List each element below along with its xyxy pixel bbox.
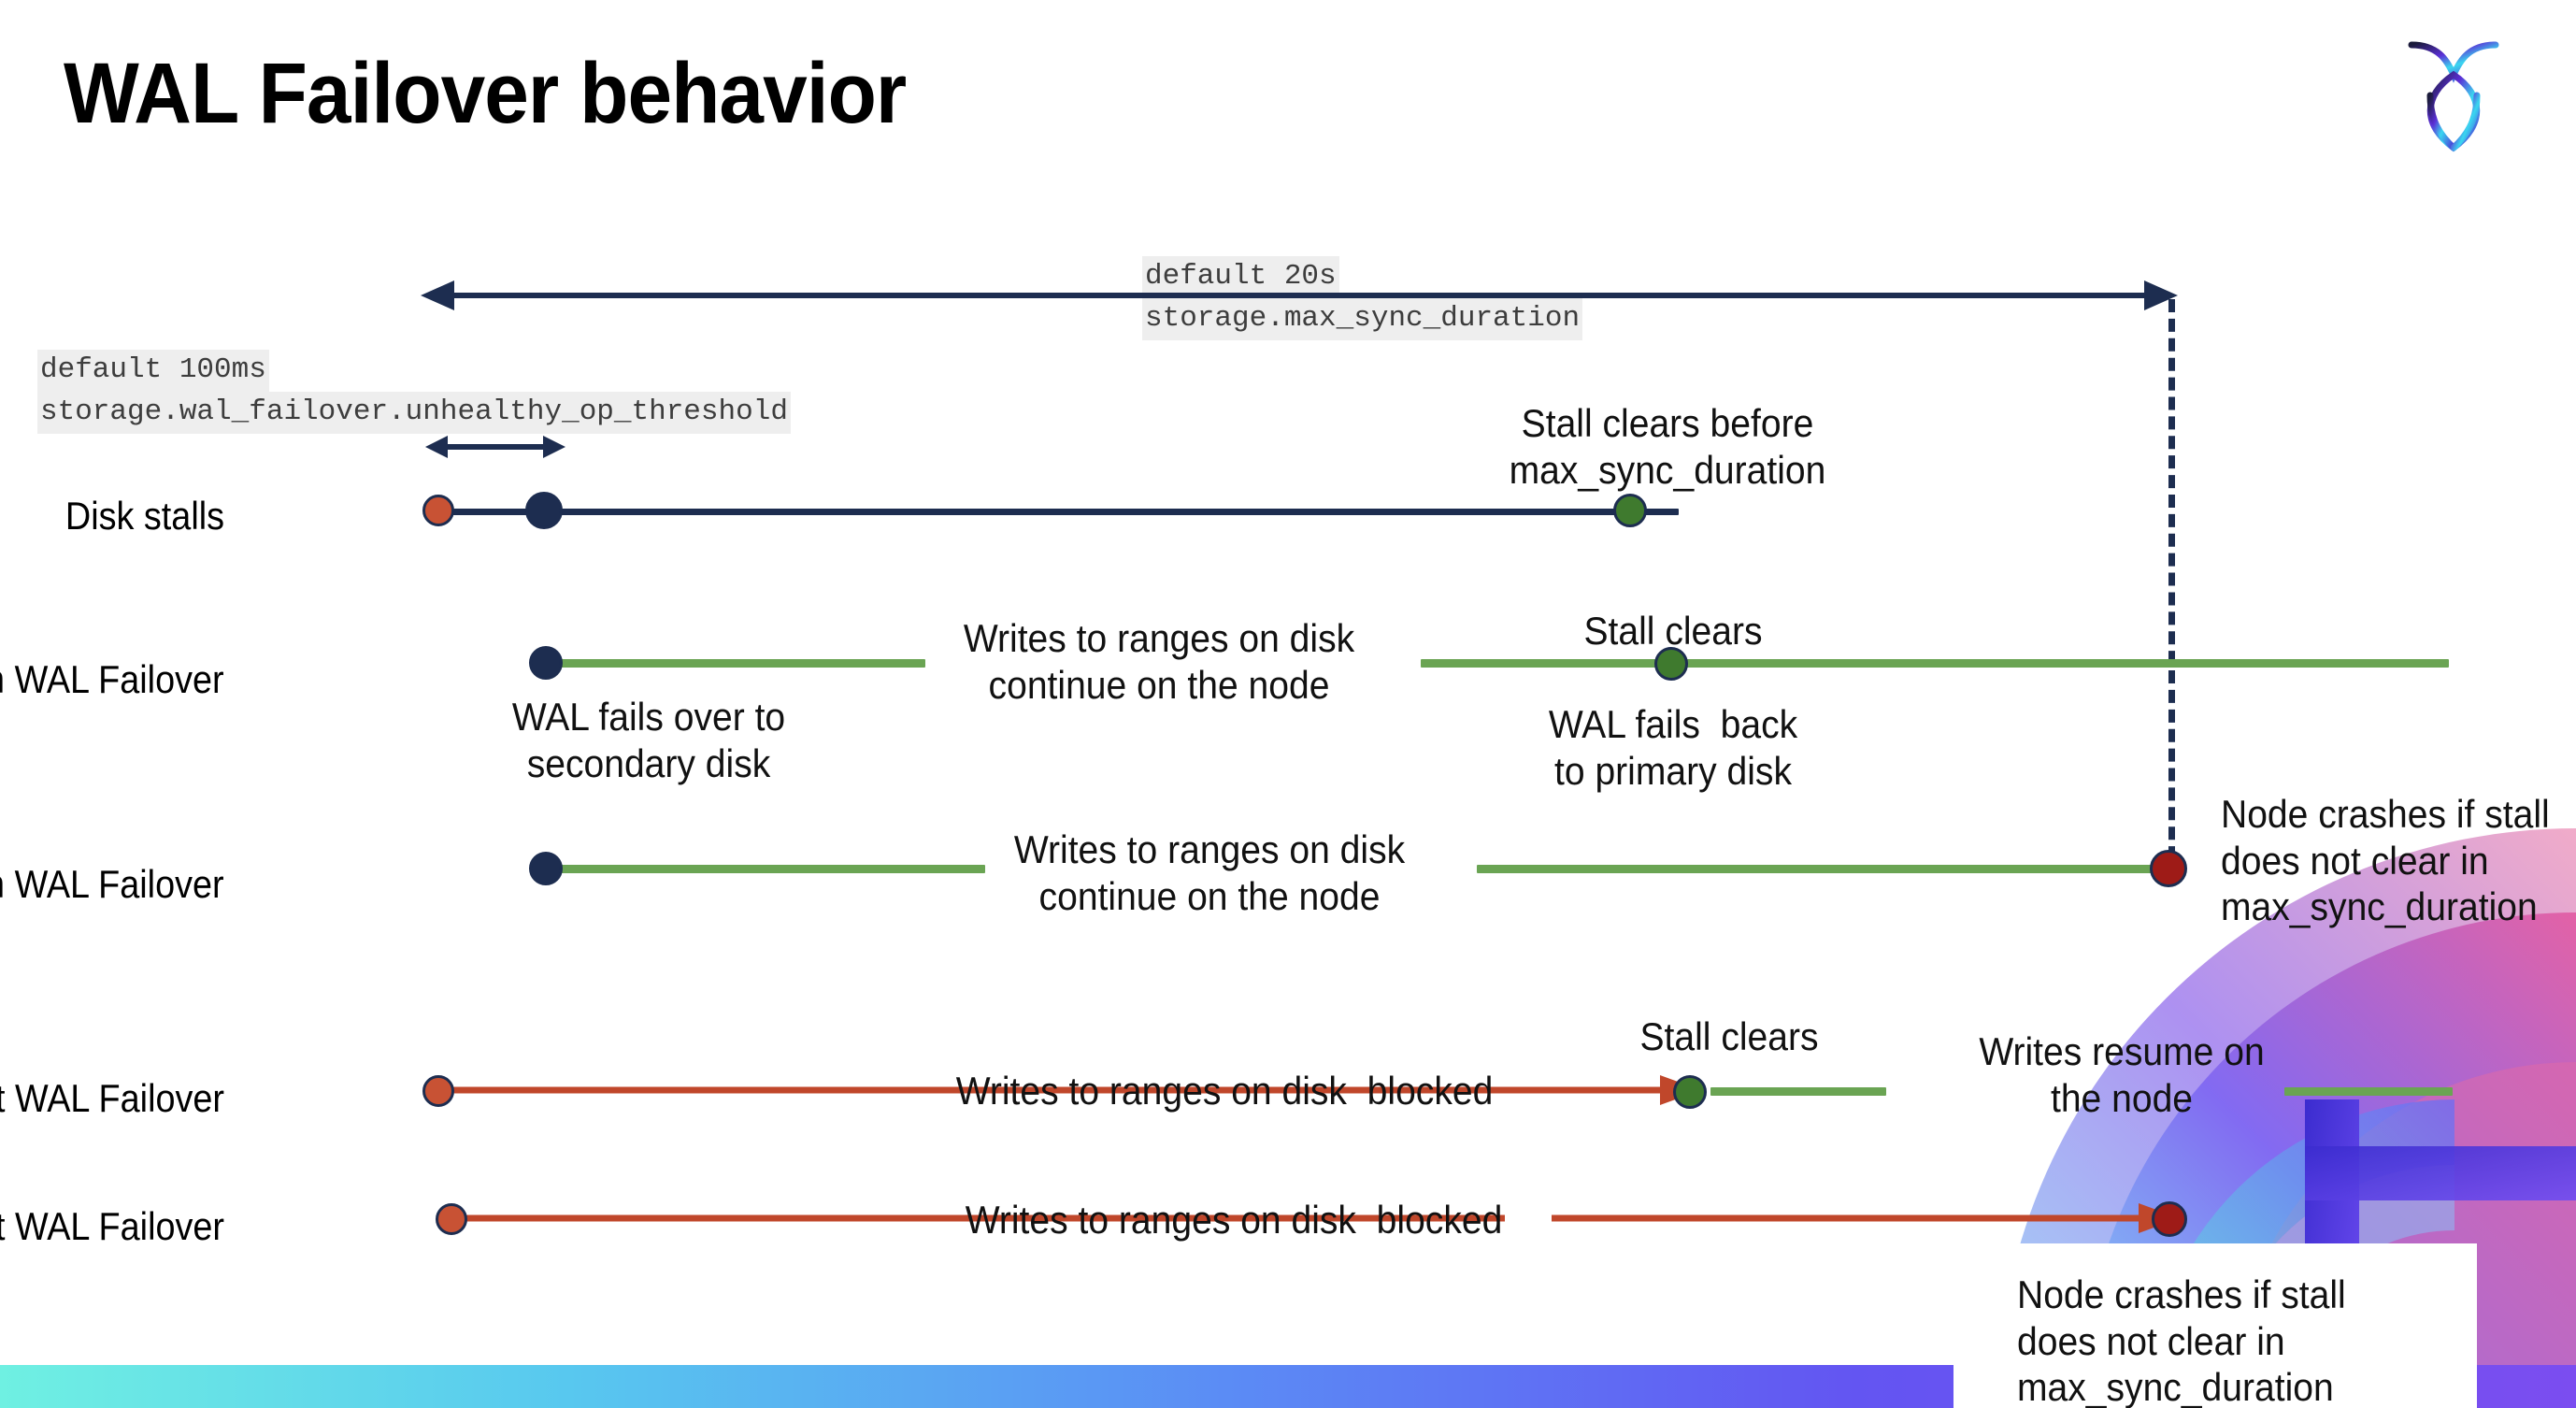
note-writes-continue-2: Writes to ranges on disk continue on the… xyxy=(1013,827,1406,918)
row-label-without-wal-failover-1: Without WAL Failover xyxy=(0,1076,224,1120)
wal-failover-row2-segment-a xyxy=(546,865,985,873)
note-writes-continue-1: Writes to ranges on disk continue on the… xyxy=(963,616,1355,707)
without-wal-failover-row2-blocked-arrow-b xyxy=(1552,1203,2180,1233)
wal-failover-row1-clear-dot xyxy=(1654,647,1688,681)
wal-failover-row2-crash-dot xyxy=(2150,850,2187,887)
wal-failover-row2-start-dot xyxy=(529,852,563,885)
wal-failover-trigger-dot xyxy=(525,492,563,529)
disk-stall-start-dot xyxy=(422,495,454,526)
unhealthy-threshold-span-arrow xyxy=(425,436,565,458)
max-sync-default-label: default 20s xyxy=(1142,256,1339,298)
max-sync-duration-span-arrow xyxy=(421,280,2178,310)
row-label-with-wal-failover-2: With WAL Failover xyxy=(0,862,224,906)
without-wal-failover-row2-start-dot xyxy=(436,1203,467,1235)
without-wal-failover-row2-crash-dot xyxy=(2152,1201,2187,1237)
unhealthy-setting-label: storage.wal_failover.unhealthy_op_thresh… xyxy=(37,391,791,434)
unhealthy-default-label: default 100ms xyxy=(37,350,269,392)
disk-stalls-timeline xyxy=(436,509,1679,515)
note-stall-clears-a: Stall clears xyxy=(1583,609,1763,653)
cockroachdb-logo-icon xyxy=(2402,28,2505,159)
max-sync-setting-label: storage.max_sync_duration xyxy=(1142,297,1583,340)
wal-failover-row1-segment-a xyxy=(546,659,925,668)
row-label-with-wal-failover-1: With WAL Failover xyxy=(0,657,224,701)
without-wal-failover-row1-start-dot xyxy=(422,1075,454,1107)
disk-stall-clear-dot xyxy=(1613,494,1647,527)
page-title: WAL Failover behavior xyxy=(64,46,907,141)
wal-failover-row1-segment-b xyxy=(1421,659,2449,668)
without-wal-failover-row1-clear-dot xyxy=(1673,1075,1707,1109)
note-node-crashes-2: Node crashes if stall does not clear in … xyxy=(2017,1272,2346,1408)
max-sync-duration-drop-line xyxy=(2168,299,2175,879)
note-backdrop-card xyxy=(1953,1243,2477,1408)
without-wal-failover-row1-resume-segment xyxy=(2284,1087,2453,1096)
note-wal-fails-over: WAL fails over to secondary disk xyxy=(511,695,786,785)
note-stall-clears-b: Stall clears xyxy=(1639,1014,1819,1058)
note-node-crashes-1: Node crashes if stall does not clear in … xyxy=(2221,792,2550,929)
row-label-without-wal-failover-2: Without WAL Failover xyxy=(0,1204,224,1248)
max-sync-duration-annotation: default 20s storage.max_sync_duration xyxy=(1142,256,1583,340)
wal-failover-row1-start-dot xyxy=(529,646,563,680)
unhealthy-threshold-annotation: default 100ms storage.wal_failover.unhea… xyxy=(37,350,791,434)
note-wal-fails-back: WAL fails back to primary disk xyxy=(1548,702,1798,793)
note-stall-clears-before: Stall clears before max_sync_duration xyxy=(1509,401,1826,492)
note-writes-blocked-1: Writes to ranges on disk blocked xyxy=(955,1069,1494,1113)
row-label-disk-stalls: Disk stalls xyxy=(64,494,224,538)
note-writes-resume: Writes resume on the node xyxy=(1979,1029,2265,1120)
without-wal-failover-row2-blocked-arrow-a xyxy=(449,1214,1505,1222)
note-writes-blocked-2: Writes to ranges on disk blocked xyxy=(965,1198,1503,1242)
wal-failover-row2-segment-b xyxy=(1477,865,2168,873)
without-wal-failover-row1-green-segment xyxy=(1710,1087,1886,1096)
